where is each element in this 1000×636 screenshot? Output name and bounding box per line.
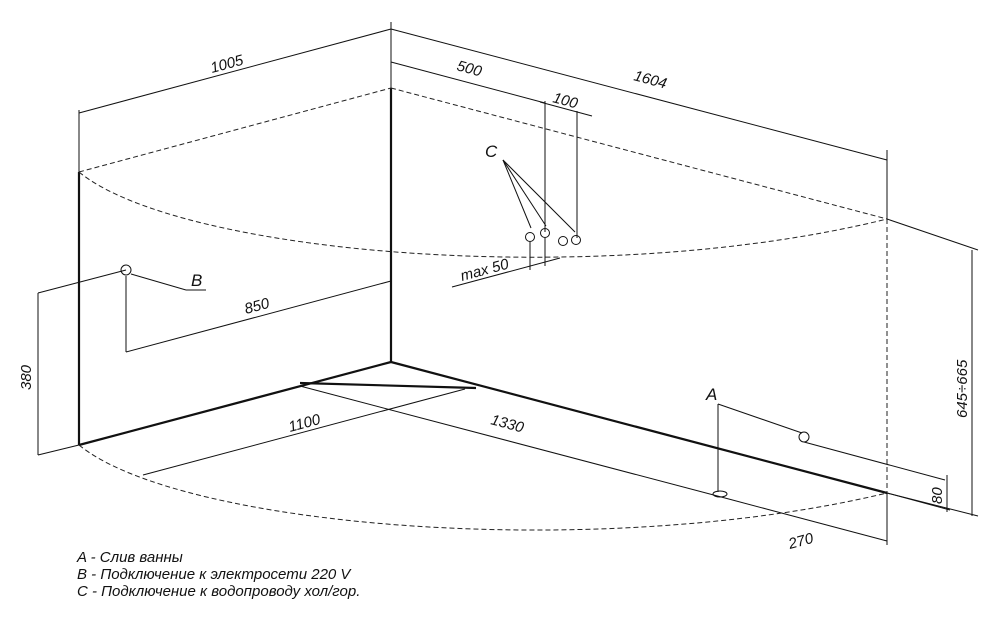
- dim-500-line: [390, 61, 546, 104]
- dim-380-ext-bottom: [37, 444, 80, 456]
- legend-item-b: B - Подключение к электросети 220 V: [77, 566, 351, 583]
- dim-380-ext-top: [37, 269, 127, 294]
- a-drain-ext: [803, 441, 946, 481]
- point-c-label: C: [485, 142, 498, 161]
- a-drain-outlet-icon: [798, 431, 810, 443]
- dim-100-line: [539, 101, 593, 117]
- dim-1330-label: 1330: [489, 411, 526, 436]
- dim-1604-line: [390, 28, 888, 161]
- legend: A - Слив ванны B - Подключение к электро…: [77, 549, 360, 600]
- c-water-pipe-3-icon: [558, 236, 568, 246]
- b-power-socket-icon: [120, 264, 132, 276]
- max-50-line: [451, 257, 561, 288]
- dim-380-label: 380: [18, 364, 35, 390]
- dim-270-label: 270: [786, 530, 816, 553]
- dim-270-line: [724, 497, 888, 542]
- tub-bottom-arc: [78, 444, 888, 531]
- floor-slab-edge: [299, 381, 477, 390]
- max-50-label: max 50: [459, 256, 512, 285]
- a-drain-floor-icon: [712, 490, 728, 498]
- tub-rim-right: [390, 87, 888, 220]
- dim-1100-label: 1100: [287, 411, 323, 436]
- point-b-label: B: [191, 271, 202, 290]
- dim-1100-line: [142, 388, 466, 476]
- left-floor-edge: [78, 360, 392, 447]
- dim-500-label: 500: [455, 57, 484, 80]
- dim-80-ext: [886, 492, 951, 511]
- c-water-pipe-2-icon: [540, 228, 550, 238]
- legend-item-a: A - Слив ванны: [77, 549, 183, 566]
- c-leader-1: [502, 159, 532, 229]
- dim-850-label: 850: [243, 295, 272, 318]
- c-water-pipe-4-icon: [571, 235, 581, 245]
- dim-1330-line: [299, 385, 726, 499]
- c-leader-2: [502, 159, 547, 227]
- c-water-pipe-1-icon: [525, 232, 535, 242]
- right-floor-edge: [390, 360, 888, 495]
- tub-rim-arc: [78, 171, 888, 258]
- c-leader-3: [502, 159, 576, 233]
- tub-rim-left: [78, 87, 392, 173]
- dim-100-label: 100: [551, 89, 580, 112]
- dim-1005-line: [78, 28, 392, 114]
- legend-item-c: C - Подключение к водопроводу хол/гор.: [77, 583, 361, 600]
- point-a-label: A: [705, 385, 717, 404]
- dim-645-ext-top: [886, 218, 979, 251]
- b-leader: [130, 273, 187, 291]
- dim-80-label: 80: [929, 487, 946, 504]
- a-leader: [717, 403, 803, 434]
- dim-850-line: [125, 280, 392, 353]
- dim-1604-label: 1604: [632, 67, 669, 92]
- dim-645-label: 645÷665: [954, 359, 971, 418]
